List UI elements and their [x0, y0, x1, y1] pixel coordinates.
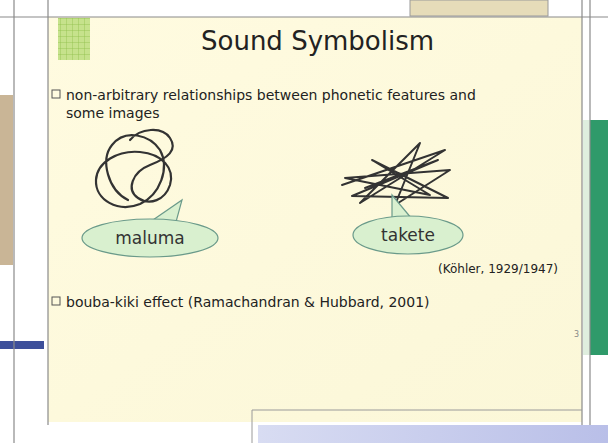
bullet-text: non-arbitrary relationships between phon…: [66, 86, 496, 122]
citation: (Köhler, 1929/1947): [438, 262, 578, 278]
bubble-text: maluma: [115, 228, 184, 248]
slide-title: Sound Symbolism: [201, 26, 434, 56]
bubble-tail: [392, 195, 412, 219]
bubble-text: takete: [381, 225, 435, 245]
bubble-ellipse: [353, 216, 463, 254]
page-number: 3: [574, 330, 579, 340]
speech-bubble: takete: [352, 215, 464, 255]
bubble-ellipse: [82, 219, 218, 257]
speech-bubble: maluma: [81, 218, 219, 258]
round-scribble: [96, 130, 173, 207]
bullet-text: bouba-kiki effect (Ramachandran & Hubbar…: [66, 293, 566, 311]
spiky-scribble: [342, 143, 450, 205]
